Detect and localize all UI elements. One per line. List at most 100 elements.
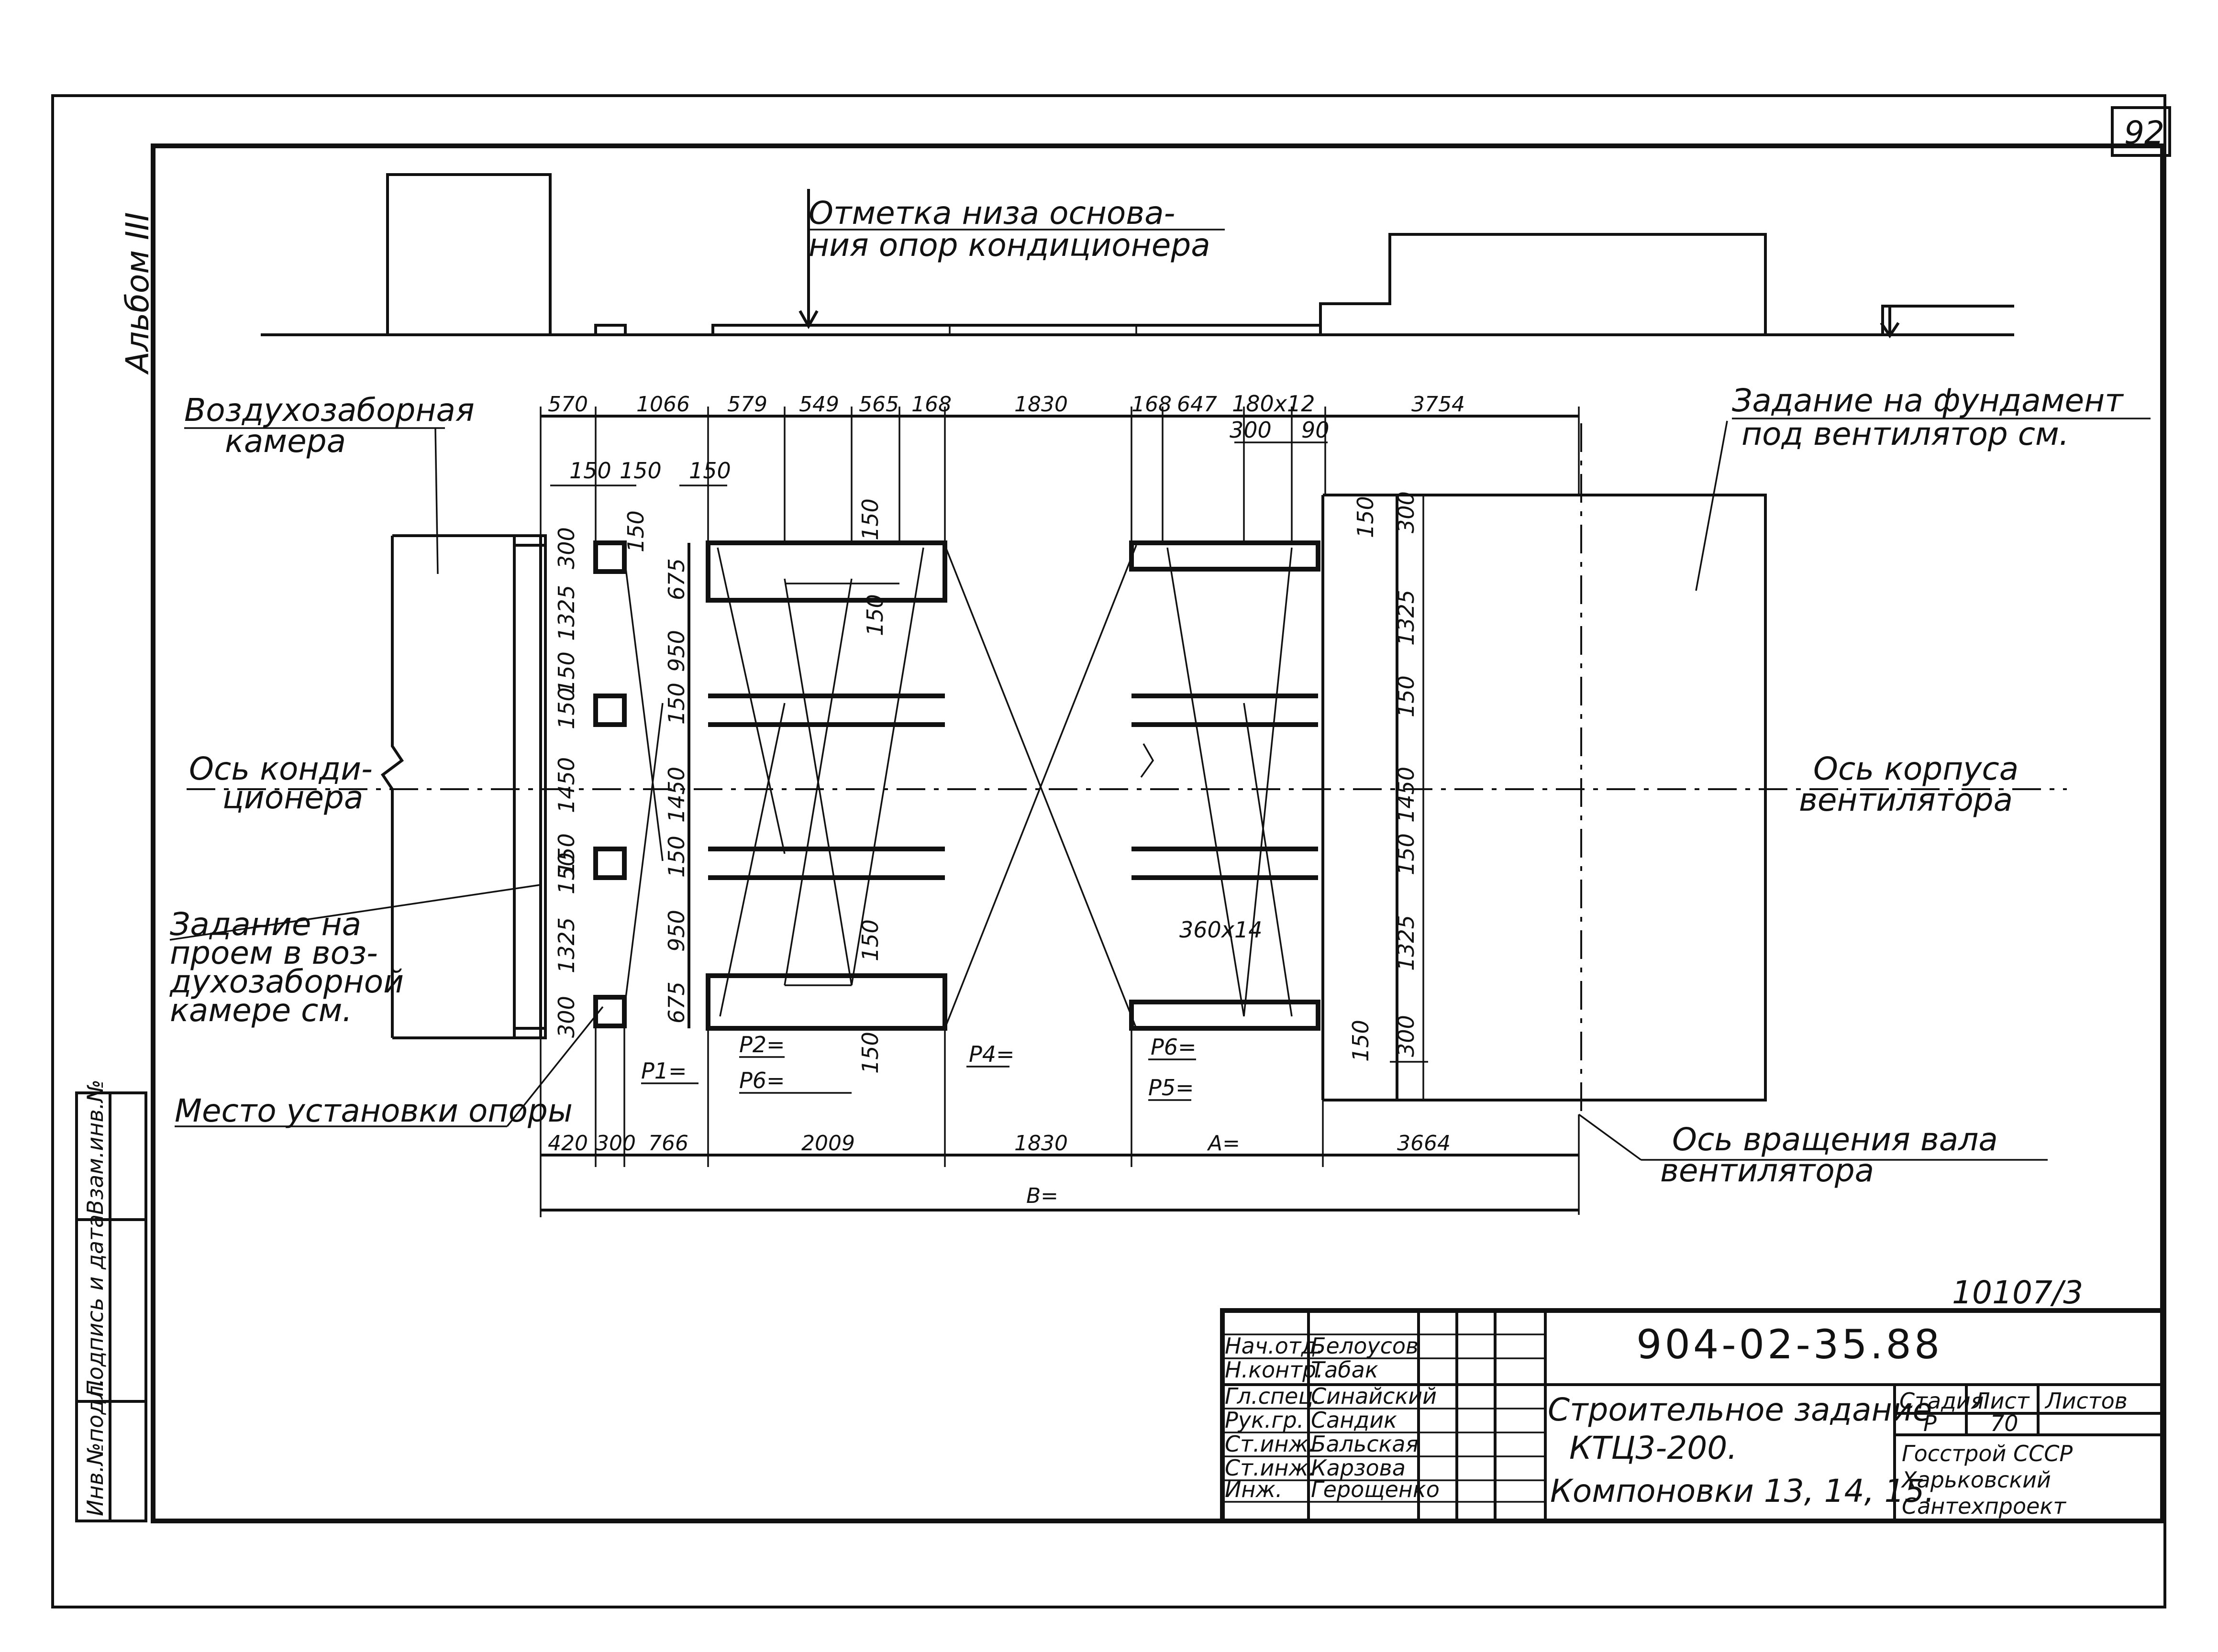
dim-mid-5: 150 [664,836,689,878]
role-1: Нач.отд. [1225,1333,1323,1359]
dim-small-2: 150 [857,498,883,540]
dim-sub-1: 150 [569,458,611,484]
plan-view [187,423,2067,1114]
dim-sub-3: 150 [689,458,731,484]
dim-left-2: 1325 [554,585,579,641]
dim-left-5: 1450 [554,757,579,813]
dim-mid-7: 675 [664,981,689,1024]
title-block: Нач.отд. Н.контр. Гл.спец. Рук.гр. Ст.ин… [1220,1308,2165,1523]
dim-mid-2: 950 [664,630,689,672]
base-mark-label-2: ния опор кондиционера [809,227,1210,264]
dim-left-1: 300 [554,527,579,569]
dim-bot-7: 3664 [1397,1131,1451,1156]
beam-set-left [706,540,947,1031]
dim-right-5: 150 [1393,833,1419,875]
dim-left-9: 300 [554,996,579,1038]
dim-top-9: 647 [1177,392,1217,417]
opening-task-label-3: духозаборной [169,963,404,1000]
stamp-signature-date: Подпись и дата [82,1214,108,1397]
dim-bot-4: 2009 [801,1131,855,1156]
annotations: Воздухозаборная камера Задание на фундам… [169,382,2151,1189]
elevation-view: Отметка низа основа- ния опор кондиционе… [261,173,2014,339]
outer-frame [51,94,2166,1608]
opening-task-label-4: камере см. [170,992,352,1029]
dim-small-7: 150 [1348,1020,1374,1062]
dim-small-3: 150 [862,594,888,636]
stage-value: Р [1923,1410,1937,1436]
doc-number: 904-02-35.88 [1636,1321,1942,1368]
sheet-header: Лист [1973,1388,2030,1414]
role-3: Гл.спец. [1225,1383,1320,1409]
bracing [623,545,1293,1029]
dim-mid-4: 1450 [664,767,689,823]
support-place-label: Место установки опоры [175,1092,573,1129]
name-1: Белоусов [1311,1333,1419,1359]
dim-bot-5: 1830 [1014,1131,1068,1156]
dim-right-6: 1325 [1393,915,1419,971]
dim-top-8: 168 [1131,392,1172,417]
side-stamp: Инв.№подл. Подпись и дата Взам.инв.№ [75,1079,147,1522]
dim-mid-3: 150 [664,683,689,725]
dim-small-6: 150 [1353,496,1378,538]
fan-body-axis-label: Ось корпуса [1813,750,2018,787]
dim-left-7: 150 [554,852,579,894]
description-line-1: Строительное задание [1548,1391,1932,1428]
role-6: Ст.инж. [1225,1455,1316,1481]
dim-right-7: 300 [1393,1015,1419,1057]
conditioner-axis-label-2: ционера [222,779,363,816]
load-p1: P1= [641,1058,687,1084]
opening-task-label-2: проем в воз- [170,935,378,971]
role-2: Н.контр. [1225,1357,1323,1383]
dim-top-7: 1830 [1014,392,1068,417]
dim-top-4: 549 [799,392,839,417]
page-number-box [2111,106,2171,157]
dim-bot-2: 300 [596,1131,636,1156]
air-chamber-label: Воздухозаборная [184,392,475,429]
album-label: Альбом III [119,212,156,375]
shaft-axis-label: Ось вращения вала [1672,1121,1998,1158]
dim-right-1: 300 [1393,491,1419,533]
dimensions-bottom: 420 300 766 2009 1830 A= 3664 B= [548,1131,1451,1208]
dim-right-4: 1450 [1393,767,1419,823]
sheet-code: 10107/3 [1952,1274,2083,1311]
fan-body-axis-label-2: вентилятора [1799,782,2013,818]
air-chamber-label-2: камера [225,423,346,460]
conditioner-axis-label: Ось конди- [189,750,373,787]
dim-small-8: 360х14 [1179,917,1263,943]
dim-top-1: 570 [548,392,588,417]
load-p2: P2= [739,1032,785,1057]
opening-task-label: Задание на [170,906,361,943]
name-4: Сандик [1311,1407,1397,1433]
dim-top-2: 1066 [636,392,690,417]
role-4: Рук.гр. [1225,1407,1304,1433]
dim-bot-3: 766 [648,1131,688,1156]
dim-bot-1: 420 [548,1131,588,1156]
org-line-1: Госстрой СССР [1902,1441,2073,1466]
stage-header: Стадия [1899,1388,1984,1414]
load-p6-left: P6= [739,1068,785,1093]
dim-left-4: 150 [554,687,579,729]
support-plate [593,847,627,880]
org-line-3: Сантехпроект [1902,1493,2066,1519]
base-mark-label: Отметка низа основа- [809,195,1175,231]
shaft-axis-label-2: вентилятора [1660,1152,1874,1189]
dim-total: B= [1026,1184,1058,1208]
dim-top-10: 180х12 [1232,391,1315,417]
dim-sub-5: 90 [1301,417,1330,443]
sheets-header: Листов [2044,1388,2128,1414]
dim-sub-4: 300 [1230,417,1272,443]
name-3: Синайский [1311,1383,1437,1409]
dim-top-3: 579 [727,392,767,417]
dim-bot-6: A= [1207,1131,1240,1156]
name-2: Табак [1311,1357,1378,1383]
name-6: Карзова [1311,1455,1406,1481]
beam-set-right [1129,540,1320,1031]
dimensions-vertical: 300 1325 150 150 1450 150 150 1325 300 6… [554,491,1419,1074]
support-plate [593,540,627,574]
support-plate [593,694,627,727]
stamp-vzam-inv: Взам.инв.№ [82,1079,108,1215]
dim-right-2: 1325 [1393,590,1419,646]
description-line-2: КТЦ3-200. [1569,1430,1737,1466]
dim-top-6: 168 [911,392,952,417]
